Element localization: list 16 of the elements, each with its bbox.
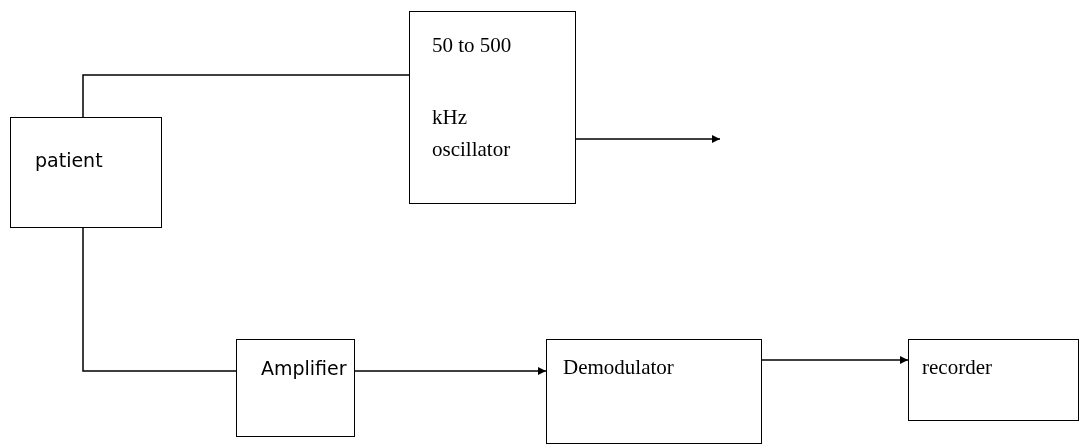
connector-line xyxy=(82,227,237,372)
block-box xyxy=(908,339,1079,421)
block-label: 50 to 500 xyxy=(432,32,513,59)
block-label: recorder xyxy=(922,354,993,381)
arrow xyxy=(354,367,547,375)
block-label: patient xyxy=(35,148,104,173)
arrow xyxy=(761,356,909,364)
block-box xyxy=(236,339,355,437)
block-label: Amplifier xyxy=(261,356,348,381)
block-box xyxy=(10,117,162,228)
block-box xyxy=(546,339,762,444)
connector-line xyxy=(82,74,410,118)
arrow xyxy=(575,135,721,143)
block-label: Demodulator xyxy=(563,354,675,381)
block-label: kHz oscillator xyxy=(432,104,512,163)
block-box xyxy=(409,11,576,204)
